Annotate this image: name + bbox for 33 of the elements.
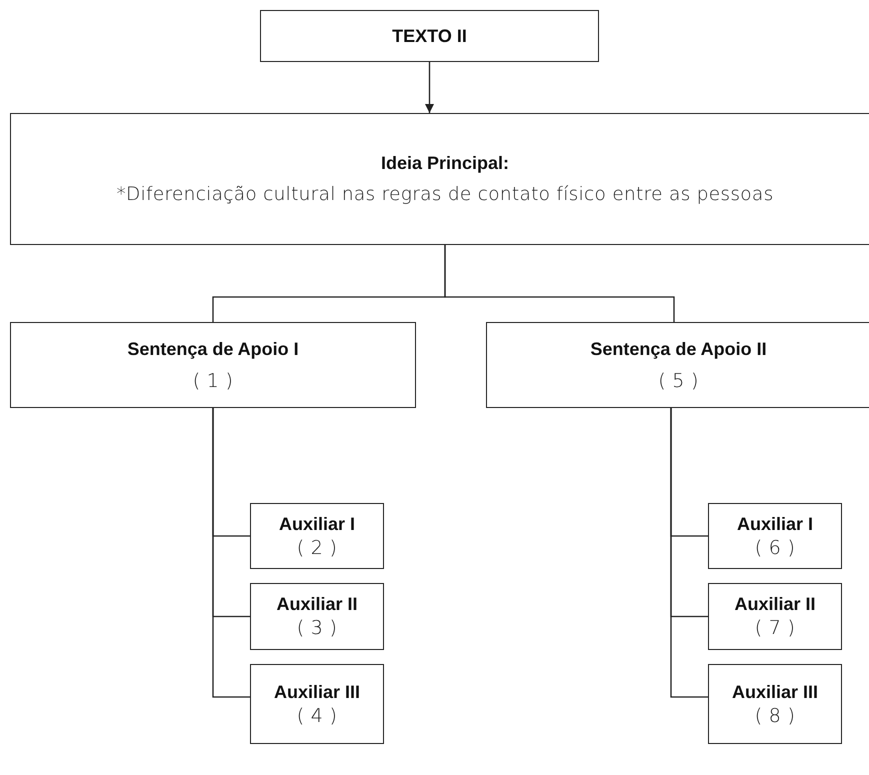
text-box xyxy=(260,10,599,62)
box-heading: Ideia Principal: xyxy=(380,153,510,174)
connector-line xyxy=(444,245,675,322)
box-text: ( 8 ) xyxy=(754,704,796,726)
text-box xyxy=(486,322,869,408)
box-heading: Auxiliar II xyxy=(734,594,816,615)
text-box xyxy=(10,113,869,245)
text-box xyxy=(250,583,384,650)
arrow xyxy=(425,62,434,113)
text-box xyxy=(708,664,842,744)
box-heading: Sentença de Apoio II xyxy=(590,338,767,360)
box-text: ( 5 ) xyxy=(658,370,699,392)
connector-line xyxy=(212,408,250,698)
box-heading: Sentença de Apoio I xyxy=(127,338,299,360)
box-text: ( 6 ) xyxy=(754,536,796,558)
text-box xyxy=(708,503,842,569)
box-text: ( 1 ) xyxy=(192,370,234,392)
box-heading: Auxiliar II xyxy=(276,594,358,615)
box-text: ( 4 ) xyxy=(296,704,338,726)
box-text: ( 2 ) xyxy=(296,536,338,558)
text-box xyxy=(250,503,384,569)
text-box xyxy=(708,583,842,650)
text-box xyxy=(10,322,416,408)
box-heading: Auxiliar III xyxy=(274,682,360,702)
box-text: *Diferenciação cultural nas regras de contato físico entre as pessoas xyxy=(116,184,774,205)
box-heading: TEXTO II xyxy=(392,26,467,46)
connector-line xyxy=(670,408,708,698)
box-heading: Auxiliar I xyxy=(736,514,814,534)
box-heading: Auxiliar I xyxy=(278,514,356,534)
box-text: ( 7 ) xyxy=(754,617,796,639)
text-box xyxy=(250,664,384,744)
box-text: ( 3 ) xyxy=(296,617,338,639)
box-heading: Auxiliar III xyxy=(732,682,818,702)
